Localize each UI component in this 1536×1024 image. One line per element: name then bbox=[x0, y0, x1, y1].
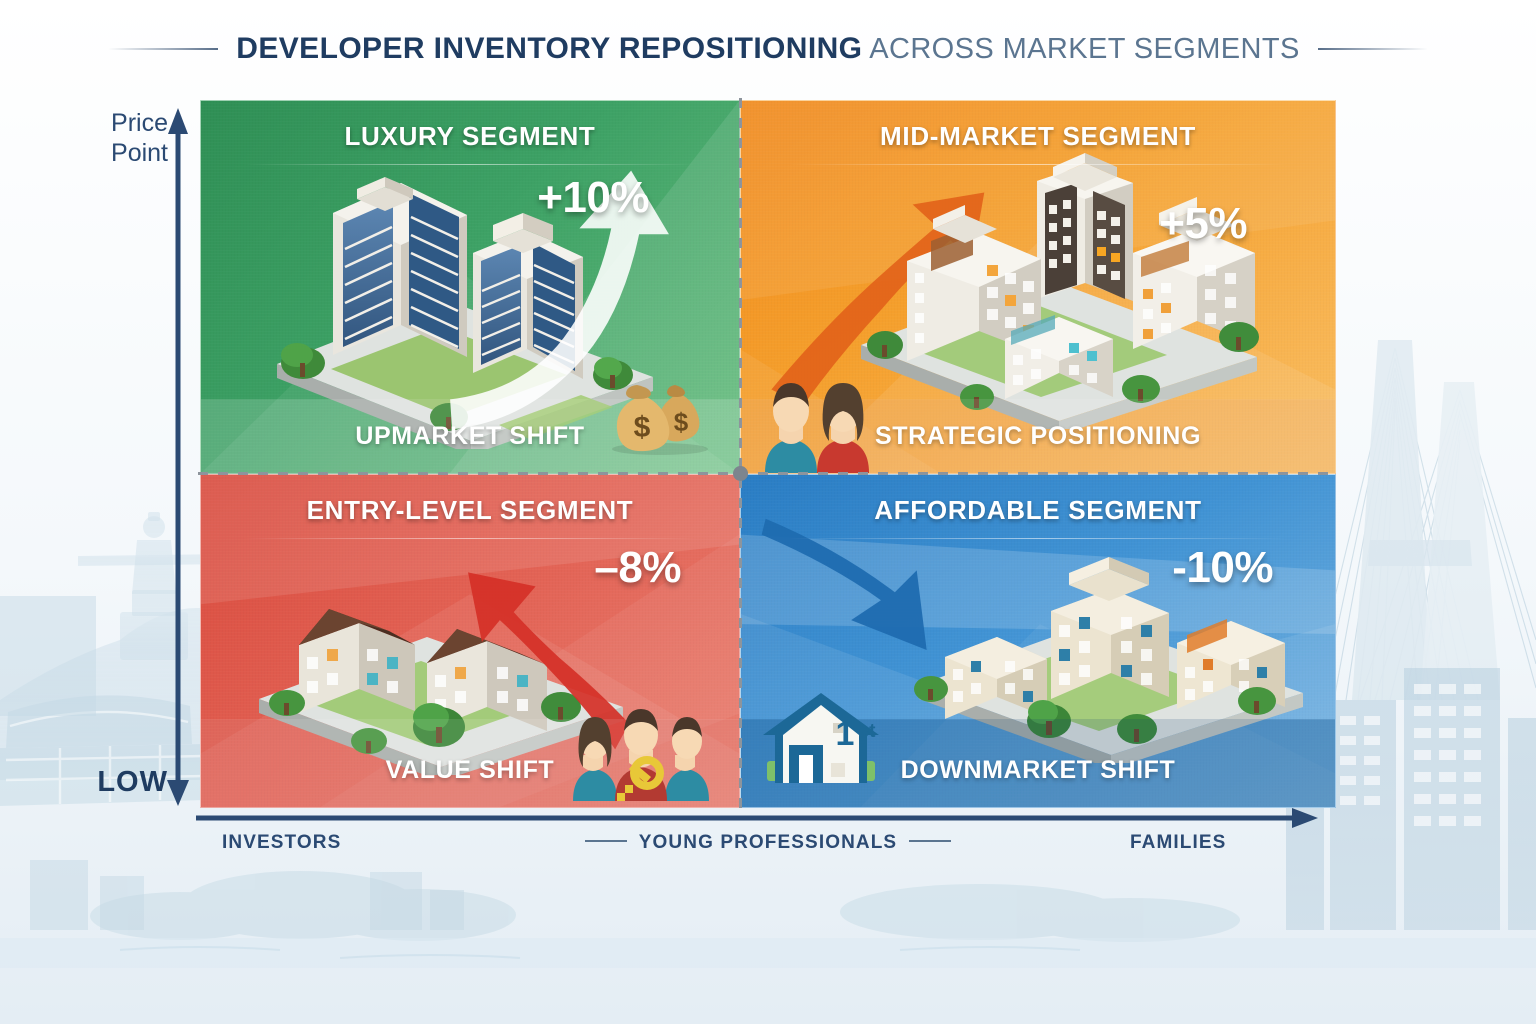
y-axis-label-line1: Price bbox=[111, 109, 168, 137]
tick-dash-left bbox=[584, 840, 627, 843]
segment-matrix: LUXURY SEGMENT bbox=[200, 100, 1336, 808]
title-rule-right bbox=[1317, 48, 1428, 50]
x-axis-tick-young-professionals-label: YOUNG PROFESSIONALS bbox=[638, 832, 898, 853]
first-home-icon: 1 st bbox=[763, 693, 879, 783]
water-band-watermark bbox=[0, 938, 1536, 968]
y-axis-low-label: LOW bbox=[97, 766, 168, 798]
quadrant-entry-level-title-rule bbox=[244, 538, 696, 539]
svg-text:$: $ bbox=[674, 407, 689, 437]
midmarket-apartments-scene bbox=[861, 153, 1259, 429]
quadrant-luxury[interactable]: LUXURY SEGMENT bbox=[200, 100, 740, 474]
page-title: DEVELOPER INVENTORY REPOSITIONING ACROSS… bbox=[236, 32, 1299, 66]
couple-icon bbox=[765, 383, 869, 473]
title-rule-left bbox=[108, 48, 219, 50]
quadrant-entry-level-delta: –8% bbox=[594, 543, 681, 592]
x-axis-tick-families: FAMILIES bbox=[1130, 832, 1227, 853]
quadrant-affordable-title-rule bbox=[788, 538, 1288, 539]
quadrant-entry-level[interactable]: ENTRY-LEVEL SEGMENT bbox=[200, 474, 740, 808]
quadrant-divider-center-dot bbox=[733, 466, 748, 481]
quadrant-luxury-caption: UPMARKET SHIFT bbox=[355, 422, 585, 450]
quadrant-affordable-delta: -10% bbox=[1172, 543, 1273, 592]
ripple-watermark bbox=[119, 946, 1081, 959]
quadrant-mid-market-title: MID-MARKET SEGMENT bbox=[880, 121, 1196, 151]
page-title-main: DEVELOPER INVENTORY REPOSITIONING bbox=[236, 32, 863, 65]
x-axis-tick-investors: INVESTORS bbox=[222, 832, 342, 853]
quadrant-luxury-delta: +10% bbox=[537, 173, 649, 222]
affordable-down-arrow-icon bbox=[761, 518, 927, 650]
foliage-watermark bbox=[90, 871, 1240, 942]
quadrant-luxury-title: LUXURY SEGMENT bbox=[344, 121, 596, 151]
quadrant-mid-market-caption: STRATEGIC POSITIONING bbox=[874, 422, 1202, 450]
quadrant-entry-level-title: ENTRY-LEVEL SEGMENT bbox=[306, 495, 634, 525]
quadrant-affordable[interactable]: AFFORDABLE SEGMENT bbox=[740, 474, 1336, 808]
svg-text:$: $ bbox=[634, 411, 651, 444]
x-axis-tick-young-professionals: YOUNG PROFESSIONALS bbox=[0, 832, 1536, 854]
money-bags-icon: $ $ bbox=[612, 385, 708, 455]
page-title-sub: ACROSS MARKET SEGMENTS bbox=[862, 33, 1300, 65]
quadrant-luxury-title-rule bbox=[244, 164, 696, 165]
key-icon bbox=[617, 756, 664, 801]
entry-level-townhouses-scene bbox=[259, 609, 623, 775]
quadrant-mid-market-delta: +5% bbox=[1159, 199, 1247, 248]
family-group-key-icon bbox=[573, 709, 709, 801]
quadrant-affordable-title: AFFORDABLE SEGMENT bbox=[874, 495, 1202, 525]
tick-dash-right bbox=[909, 840, 952, 843]
y-axis-label: Price Point bbox=[88, 108, 168, 168]
luxury-up-arrow-icon bbox=[450, 170, 669, 430]
bridge-watermark bbox=[1309, 340, 1536, 701]
page-title-bar: DEVELOPER INVENTORY REPOSITIONING ACROSS… bbox=[0, 22, 1536, 76]
quadrant-affordable-caption: DOWNMARKET SHIFT bbox=[900, 756, 1176, 784]
quadrant-entry-level-caption: VALUE SHIFT bbox=[385, 756, 555, 784]
tree bbox=[593, 357, 633, 390]
quadrant-mid-market[interactable]: MID-MARKET SEGMENT bbox=[740, 100, 1336, 474]
stadium-detail bbox=[5, 710, 205, 804]
left-skyline-watermark bbox=[0, 596, 464, 930]
y-axis-label-line2: Point bbox=[111, 139, 168, 167]
tree bbox=[281, 343, 325, 379]
quadrant-mid-market-title-rule bbox=[788, 164, 1288, 165]
svg-text:st: st bbox=[859, 721, 877, 742]
affordable-housing-scene bbox=[914, 557, 1303, 763]
right-skyline-windows bbox=[1340, 684, 1481, 826]
entry-level-up-arrow-icon bbox=[468, 572, 630, 750]
luxury-highrise-scene bbox=[277, 177, 653, 449]
svg-text:1: 1 bbox=[836, 715, 855, 753]
